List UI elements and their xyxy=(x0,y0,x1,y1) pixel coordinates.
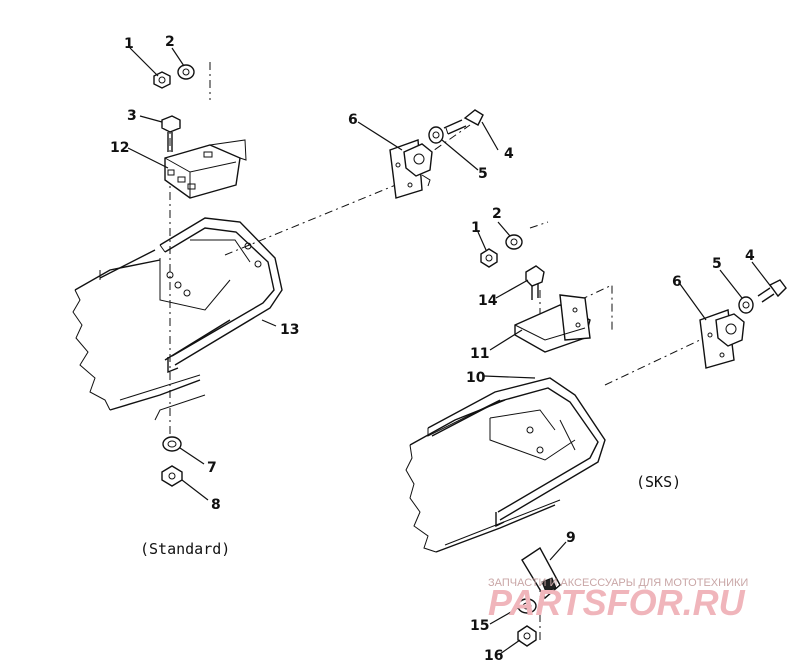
callout-7: 7 xyxy=(207,460,217,476)
callout-3: 3 xyxy=(127,108,137,124)
callout-13: 13 xyxy=(280,322,299,338)
watermark-logo: PARTSFOR.RU xyxy=(488,582,746,623)
callout-8: 8 xyxy=(211,497,221,513)
caption-sks: (SKS) xyxy=(636,473,681,491)
callout-10: 10 xyxy=(466,370,486,386)
callout-1: 1 xyxy=(471,220,481,236)
watermark-tagline: ЗАПЧАСТИ И АКСЕССУАРЫ ДЛЯ МОТОТЕХНИКИ xyxy=(488,577,748,589)
callout-4: 4 xyxy=(504,146,514,162)
callout-2: 2 xyxy=(492,206,502,222)
callout-2: 2 xyxy=(165,34,175,50)
callout-12: 12 xyxy=(110,140,129,156)
callout-15: 15 xyxy=(470,618,489,634)
callout-6: 6 xyxy=(348,112,358,128)
callout-11: 11 xyxy=(470,346,489,362)
callout-5: 5 xyxy=(712,256,722,272)
watermark: ЗАПЧАСТИ И АКСЕССУАРЫ ДЛЯ МОТОТЕХНИКИ PA… xyxy=(488,577,748,623)
callout-9: 9 xyxy=(566,530,576,546)
callout-14: 14 xyxy=(478,293,498,309)
callout-6: 6 xyxy=(672,274,682,290)
callout-1: 1 xyxy=(124,36,134,52)
standard-assembly: 1 2 3 12 6 4 5 13 7 8 (Standard) xyxy=(72,34,514,558)
callout-5: 5 xyxy=(478,166,488,182)
callout-4: 4 xyxy=(745,248,755,264)
caption-standard: (Standard) xyxy=(140,540,230,558)
callout-16: 16 xyxy=(484,648,503,664)
sks-assembly: 2 1 14 11 10 5 4 6 9 15 16 (SKS) xyxy=(405,206,787,664)
